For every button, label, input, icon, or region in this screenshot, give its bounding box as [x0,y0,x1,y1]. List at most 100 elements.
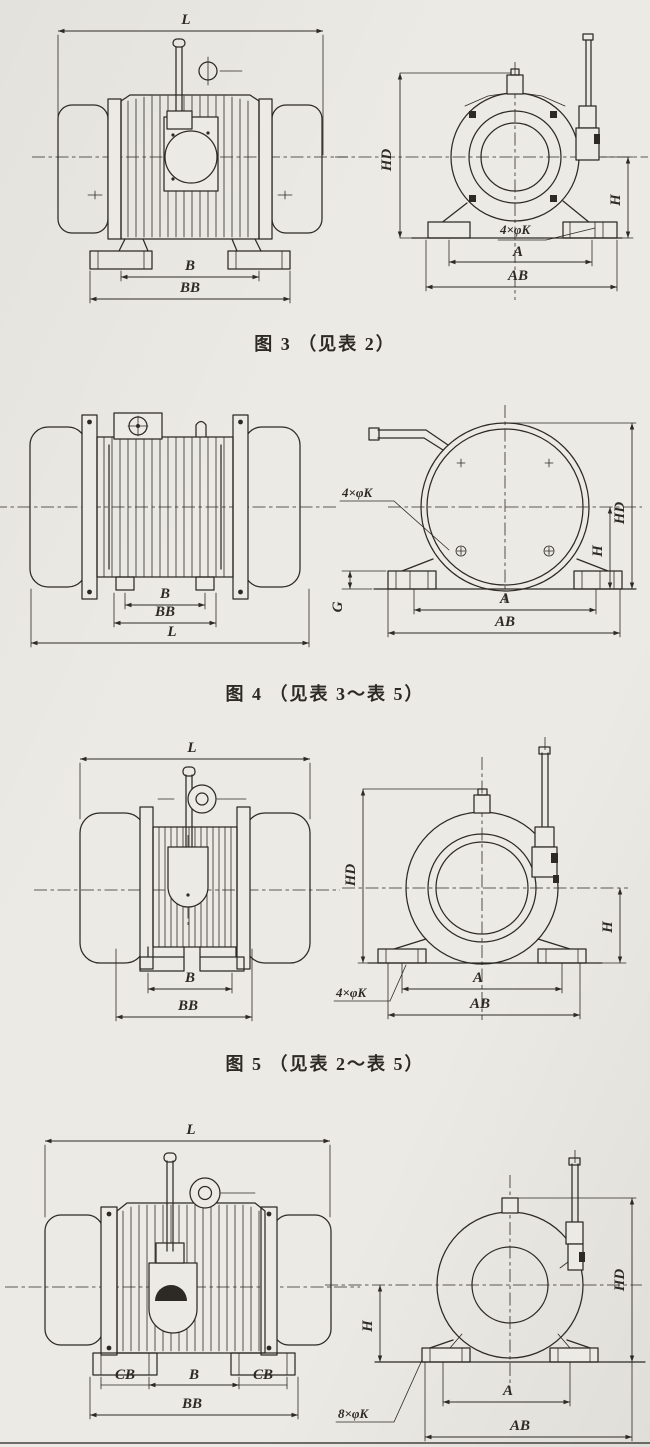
dim-label-L: L [186,740,196,756]
dim-label-B: B [184,258,195,274]
dim-label-G: G [330,601,346,612]
dimension-A: A [401,962,563,994]
motor-feet [367,938,603,964]
motor-body [79,766,311,970]
dimension-BB: BB [89,1376,299,1420]
dim-label-B: B [159,586,170,602]
motor-body [29,412,301,600]
motor-feet [89,238,291,270]
terminal-stub [501,1197,519,1214]
motor-feet [115,576,215,591]
page-edge-artifact [0,1442,650,1444]
centerlines [342,737,628,1020]
dim-label-A: A [512,244,523,260]
dim-label-B: B [184,970,195,986]
cable [368,427,449,451]
hole-callout: 4×φK [339,485,450,551]
dimension-AB: AB [387,588,621,638]
figure4-side-view: B BB L [0,385,336,657]
dim-label-BB: BB [177,998,198,1014]
dimension-BB: BB [113,592,217,628]
dim-label-CB-right: CB [253,1367,273,1383]
hole-callout: 4×φK [333,964,407,1002]
dimension-L: L [44,1122,331,1218]
dim-label-H: H [590,544,606,558]
motor-body [420,422,590,592]
dim-label-AB: AB [469,996,490,1012]
dimension-B: B [124,586,206,610]
cable-gland [575,33,600,161]
motor-feet [374,1333,646,1363]
motor-feet [92,1352,296,1376]
dim-label-A: A [499,591,510,607]
dimension-AB: AB [425,239,618,292]
dim-label-A: A [502,1383,513,1399]
motor-body [57,38,323,240]
motor-body [44,1152,332,1356]
figure3-front-view: HD H 4×φK A AB [335,10,650,305]
dim-label-CB-left: CB [115,1367,135,1383]
dimension-L: L [57,12,324,156]
top-bolt [166,1160,174,1252]
figure5-front-view: HD H A AB 4×φK [330,735,650,1035]
dim-label-BB: BB [181,1396,202,1412]
top-bolt [185,774,193,848]
motor-feet [411,200,623,239]
dim-label-A: A [472,970,483,986]
dimension-BB: BB [89,270,291,304]
dimension-H: H [600,156,634,239]
dim-label-holes: 4×φK [335,985,368,1000]
dimension-AB: AB [387,962,581,1020]
motor-body [405,788,559,965]
dimension-HD: HD [379,72,512,239]
figure3-side-view: L B BB [32,5,348,305]
motor-body [450,68,580,222]
dimension-A: A [448,239,593,267]
dim-label-L: L [166,624,176,640]
dimension-HD: HD [517,1197,637,1362]
cable-gland [531,746,559,883]
dimension-H: H [360,1285,383,1362]
dimension-G: G [330,570,387,612]
dim-label-AB: AB [494,614,515,630]
lifting-eye [187,784,217,814]
dimension-HD: HD [343,788,483,964]
dim-label-holes: 8×φK [338,1406,370,1421]
dimension-L: L [30,588,310,648]
figure6-front-view: HD H A AB 8×φK [325,1150,650,1447]
figure4-front-view: 4×φK G HD H A [330,385,650,657]
dimension-H: H [600,888,627,964]
dim-label-HD: HD [343,864,359,888]
dim-label-L: L [185,1122,195,1138]
dim-label-H: H [600,920,616,934]
cable-gland [559,1157,585,1271]
figure3-caption: 图 3 （见表 2） [254,334,396,354]
top-bolt [175,46,183,124]
dim-label-holes: 4×φK [341,485,374,500]
dimension-B: B [147,970,233,994]
dim-label-AB: AB [507,268,528,284]
inspection-window [167,846,209,908]
centerlines [388,405,642,603]
dimension-L: L [79,740,311,820]
dim-label-BB: BB [179,280,200,296]
motor-feet [139,946,245,972]
dimension-BB: BB [115,948,253,1022]
dim-label-BB: BB [154,604,175,620]
figure5-side-view: L B BB [34,735,340,1035]
dim-label-H: H [608,193,624,207]
dim-label-B: B [188,1367,199,1383]
dimension-AB: AB [424,1361,633,1442]
dim-label-holes: 4×φK [499,222,532,237]
hole-callout: 8×φK [335,1359,423,1423]
dim-label-HD: HD [612,1269,628,1293]
dim-label-HD: HD [379,149,395,173]
motor-feet [373,558,637,590]
figure6-side-view: L CB B CB BB [5,1115,360,1447]
dim-label-HD: HD [612,502,628,526]
dimension-HD: HD [507,422,637,589]
dim-label-L: L [180,12,190,28]
dim-label-AB: AB [509,1418,530,1434]
terminal-stub [473,794,491,814]
